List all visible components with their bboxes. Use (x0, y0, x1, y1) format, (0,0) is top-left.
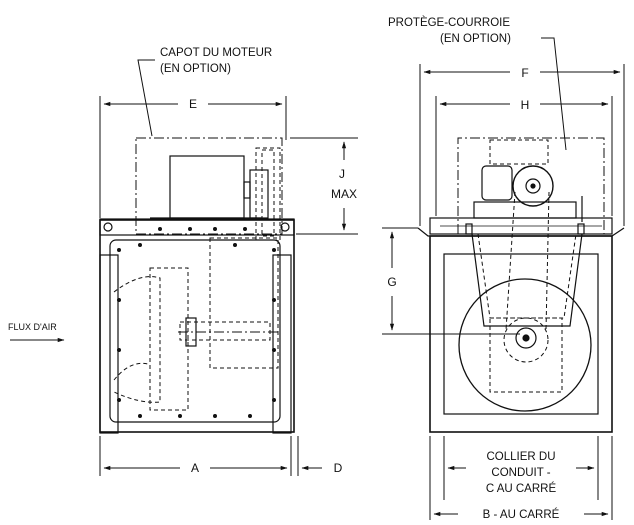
support-inner (477, 233, 577, 319)
shaft (179, 321, 271, 341)
fan-wheel-front (458, 278, 592, 412)
rail-hole-left (103, 222, 113, 232)
pulley-hub (525, 178, 541, 194)
motor-base-front (473, 201, 577, 219)
motor-cover-leader (137, 59, 155, 137)
rail-bolt-right (577, 223, 585, 235)
label-h: H (521, 98, 530, 112)
fan-wheel (149, 267, 189, 411)
airflow-label: FLUX D'AIR (8, 322, 57, 332)
motor-pulley-front (512, 165, 554, 207)
collar-label-2: CONDUIT - (491, 467, 550, 479)
dim-c (443, 436, 599, 500)
belt-right (545, 191, 550, 331)
top-rail (99, 218, 295, 236)
label-max: MAX (331, 187, 357, 201)
belt-guard-leader (541, 37, 567, 151)
rail-bolt-left (465, 223, 473, 235)
dim-g (382, 227, 520, 335)
label-j: J (339, 167, 345, 181)
wheel-inlet-cone (113, 276, 161, 403)
inlet-curve (113, 362, 149, 381)
motor (169, 155, 245, 219)
side-view (99, 137, 295, 434)
label-e: E (189, 97, 197, 111)
dim-f (419, 64, 625, 226)
belt-guard-label-1: PROTÈGE-COURROIE (388, 16, 510, 29)
belt-guard-outline (457, 137, 605, 234)
dim-j (290, 137, 358, 235)
outlet-flange (272, 254, 292, 434)
motor-hidden (209, 237, 279, 369)
dim-e (99, 96, 287, 218)
bolts (117, 227, 276, 418)
hub (515, 327, 537, 349)
inlet-flange (99, 254, 119, 434)
pulley-center (530, 183, 536, 189)
dim-h (435, 96, 613, 216)
motor-cover-label-1: CAPOT DU MOTEUR (160, 47, 272, 59)
b-square-label: B - AU CARRÉ (483, 508, 560, 520)
label-f: F (521, 66, 528, 80)
label-a: A (191, 461, 199, 475)
front-view (417, 137, 625, 433)
motor-pulley (249, 169, 269, 219)
hub-center (522, 334, 530, 342)
rail-hole-right (280, 222, 290, 232)
dim-a (99, 436, 322, 476)
motor-cover-outline (135, 137, 283, 235)
belt-guard-side (255, 147, 281, 241)
motor-cover-label-2: (EN OPTION) (160, 63, 231, 75)
collar-label-3: C AU CARRÉ (486, 482, 557, 495)
hub (185, 317, 197, 347)
motor-hidden-front (489, 139, 549, 165)
motor-shaft-stub (243, 181, 251, 199)
belt-left (505, 191, 516, 331)
access-panel (109, 239, 281, 423)
hub-outer (503, 317, 549, 363)
dim-b (429, 436, 613, 520)
motor-body (481, 165, 513, 201)
label-d: D (334, 461, 343, 475)
label-g: G (387, 275, 396, 289)
bearing-support (471, 233, 583, 327)
collar-label-1: COLLIER DU (486, 451, 555, 463)
top-flange (417, 227, 625, 237)
inlet-box (489, 317, 563, 393)
fan-housing (99, 219, 295, 433)
belt-guard-label-2: (EN OPTION) (440, 33, 511, 45)
